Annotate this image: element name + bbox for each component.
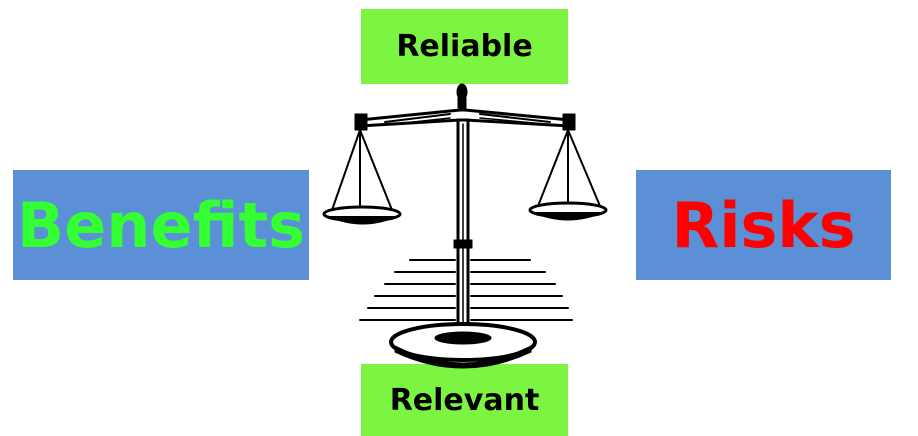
scale-base	[389, 322, 537, 369]
scale-pillar	[453, 118, 473, 347]
relevant-label: Relevant	[389, 382, 540, 418]
risks-label: Risks	[671, 188, 856, 262]
relevant-label-box: Relevant	[361, 364, 568, 436]
scale-base-hatching	[359, 259, 573, 321]
risks-box: Risks	[636, 170, 891, 280]
balance-scale-icon	[322, 83, 608, 369]
scale-left-pan	[322, 129, 402, 225]
benefits-box: Benefits	[13, 170, 309, 280]
scale-right-pan	[528, 129, 608, 221]
reliable-label-box: Reliable	[361, 9, 568, 84]
reliable-label: Reliable	[396, 29, 533, 64]
scale-beam	[354, 108, 576, 131]
scale-finial	[456, 83, 468, 109]
benefits-label: Benefits	[17, 188, 305, 262]
